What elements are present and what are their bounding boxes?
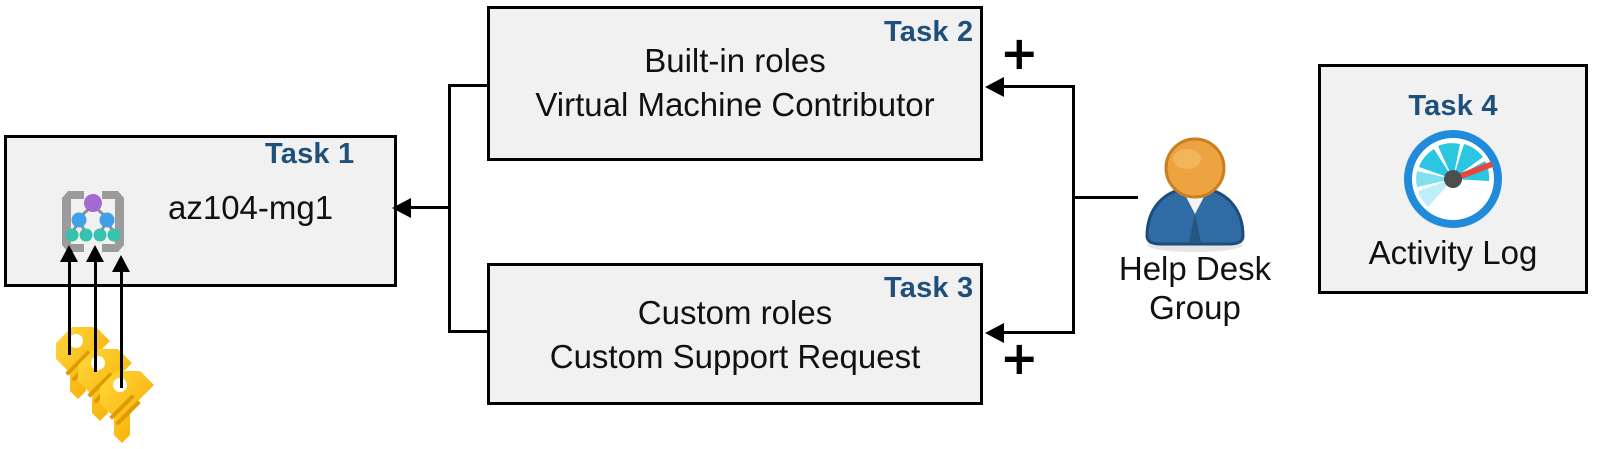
task2-line1: Built-in roles — [644, 42, 826, 79]
helpdesk-to-task3-line — [1004, 331, 1075, 334]
helpdesk-to-task2-line — [1004, 85, 1075, 88]
key-arrow-head-2 — [86, 245, 104, 262]
helpdesk-bracket-vertical — [1072, 85, 1075, 333]
key-arrow-line-2 — [94, 260, 97, 372]
helpdesk-to-task3-arrowhead — [985, 323, 1004, 343]
task4-label: Activity Log — [1368, 234, 1538, 271]
keys-icon — [38, 315, 168, 449]
helpdesk-stub — [1072, 196, 1138, 199]
plus-top: + — [1000, 26, 1039, 80]
task3-box[interactable] — [487, 263, 983, 405]
task2-badge: Task 2 — [884, 16, 974, 48]
task1-badge: Task 1 — [265, 138, 355, 170]
bracket-to-task1-line — [411, 206, 451, 209]
task2-line2: Virtual Machine Contributor — [535, 86, 935, 123]
gauge-icon — [1390, 129, 1516, 229]
helpdesk-caption: Help Desk Group — [1075, 250, 1315, 328]
key-arrow-head-3 — [112, 255, 130, 272]
helpdesk-line2: Group — [1149, 288, 1241, 326]
bracket-top-segment — [448, 84, 490, 87]
key-arrow-head-1 — [60, 245, 78, 262]
task2-box[interactable] — [487, 6, 983, 161]
user-group-icon — [1131, 136, 1259, 256]
task3-badge: Task 3 — [884, 272, 974, 304]
bracket-bottom-segment — [448, 330, 490, 333]
task3-line1: Custom roles — [637, 294, 833, 331]
helpdesk-line1: Help Desk — [1118, 250, 1272, 287]
key-arrow-line-1 — [68, 260, 71, 355]
management-group-icon — [48, 175, 138, 265]
task4-badge: Task 4 — [1408, 90, 1498, 122]
bracket-to-task1-arrowhead — [392, 198, 411, 218]
helpdesk-to-task2-arrowhead — [985, 77, 1004, 97]
task3-line2: Custom Support Request — [549, 338, 921, 375]
key-arrow-line-3 — [120, 270, 123, 388]
task1-label: az104-mg1 — [168, 189, 334, 226]
plus-bottom: + — [1000, 331, 1039, 385]
